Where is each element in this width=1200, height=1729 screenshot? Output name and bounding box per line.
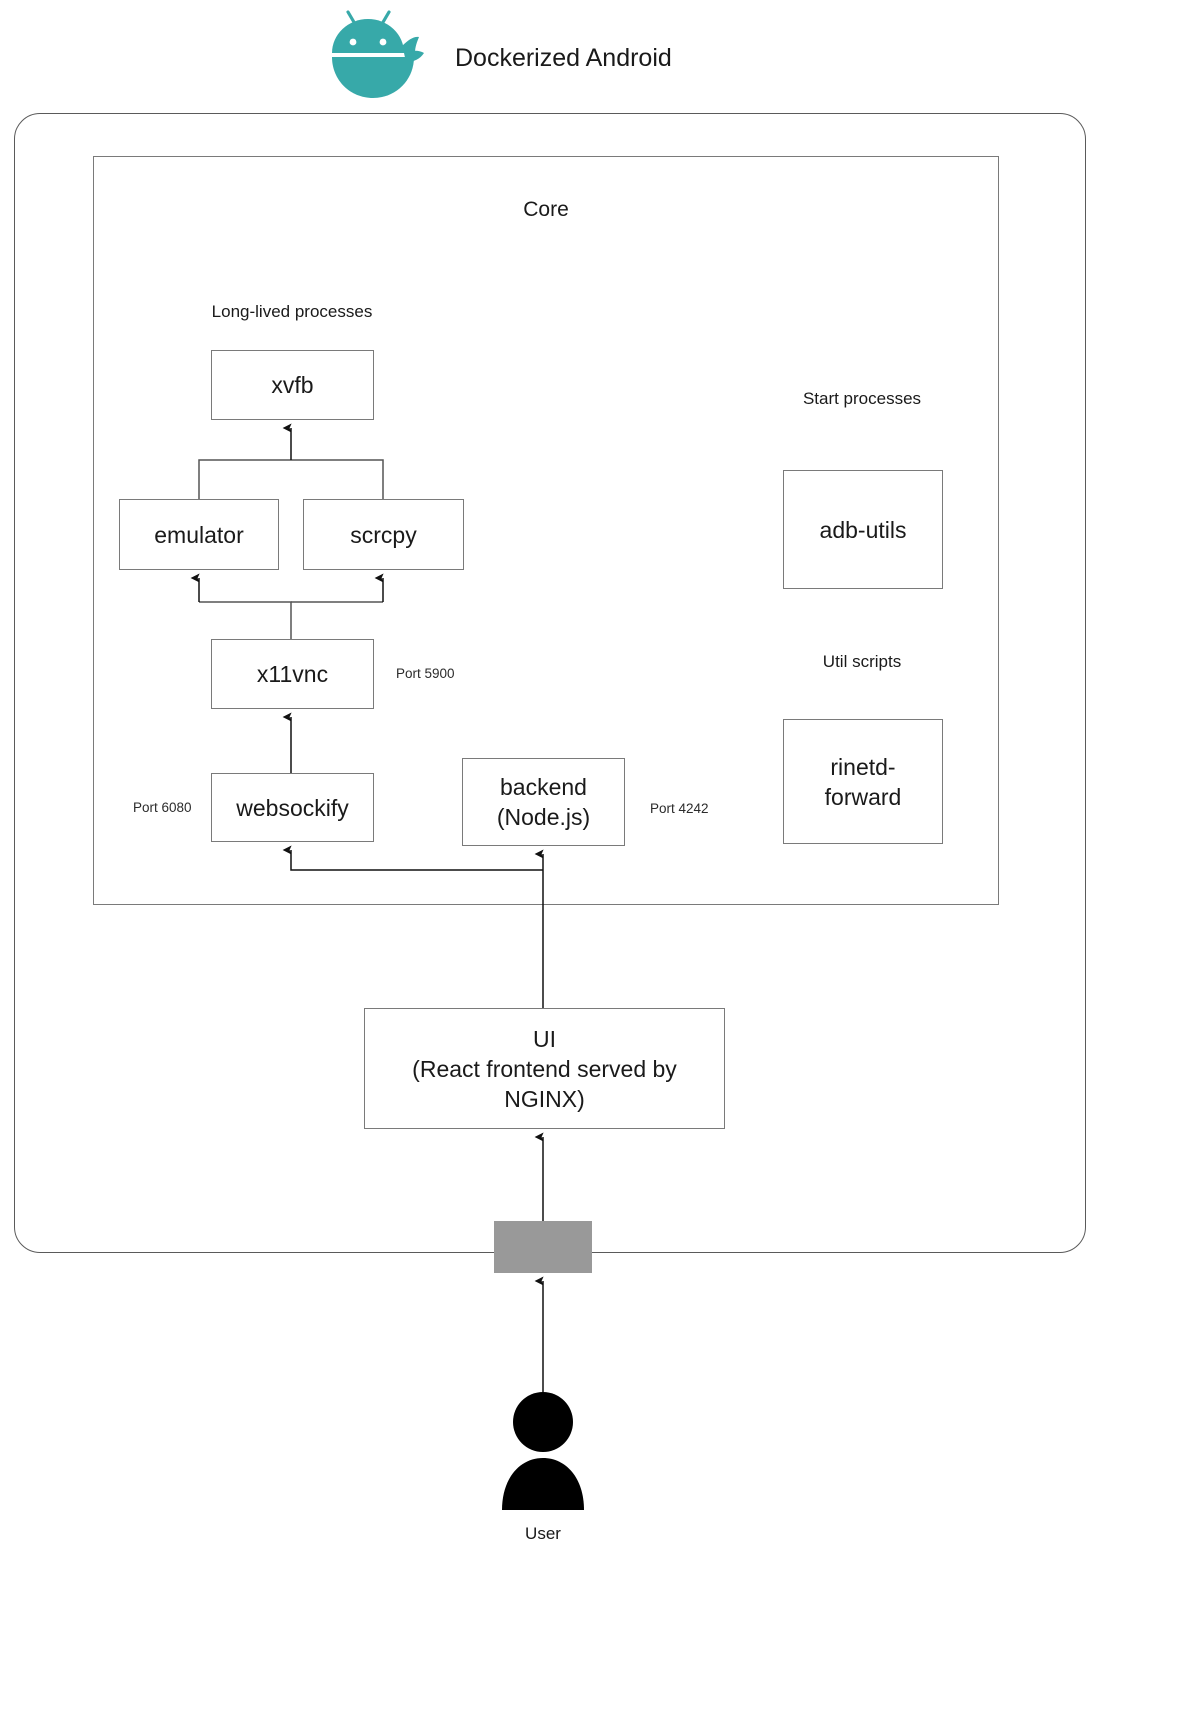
nginx-gateway-block[interactable] [494,1221,592,1273]
user-label: User [525,1524,561,1543]
port-label-6080: Port 6080 [133,800,192,815]
caption-long-lived-processes: Long-lived processes [211,302,373,321]
node-rinetd-forward[interactable]: rinetd- forward [783,719,943,844]
user-avatar-icon [494,1392,592,1512]
node-x11vnc[interactable]: x11vnc [211,639,374,709]
node-websockify[interactable]: websockify [211,773,374,842]
android-docker-whale-logo [318,6,428,102]
port-label-5900: Port 5900 [396,666,455,681]
caption-util-scripts: Util scripts [822,652,902,671]
node-backend[interactable]: backend (Node.js) [462,758,625,846]
node-emulator[interactable]: emulator [119,499,279,570]
page-title: Dockerized Android [455,44,672,72]
node-scrcpy[interactable]: scrcpy [303,499,464,570]
node-xvfb[interactable]: xvfb [211,350,374,420]
node-adb-utils[interactable]: adb-utils [783,470,943,589]
caption-start-processes: Start processes [802,389,922,408]
node-ui-react-frontend[interactable]: UI (React frontend served by NGINX) [364,1008,725,1129]
core-title: Core [523,198,569,221]
port-label-4242: Port 4242 [650,801,709,816]
